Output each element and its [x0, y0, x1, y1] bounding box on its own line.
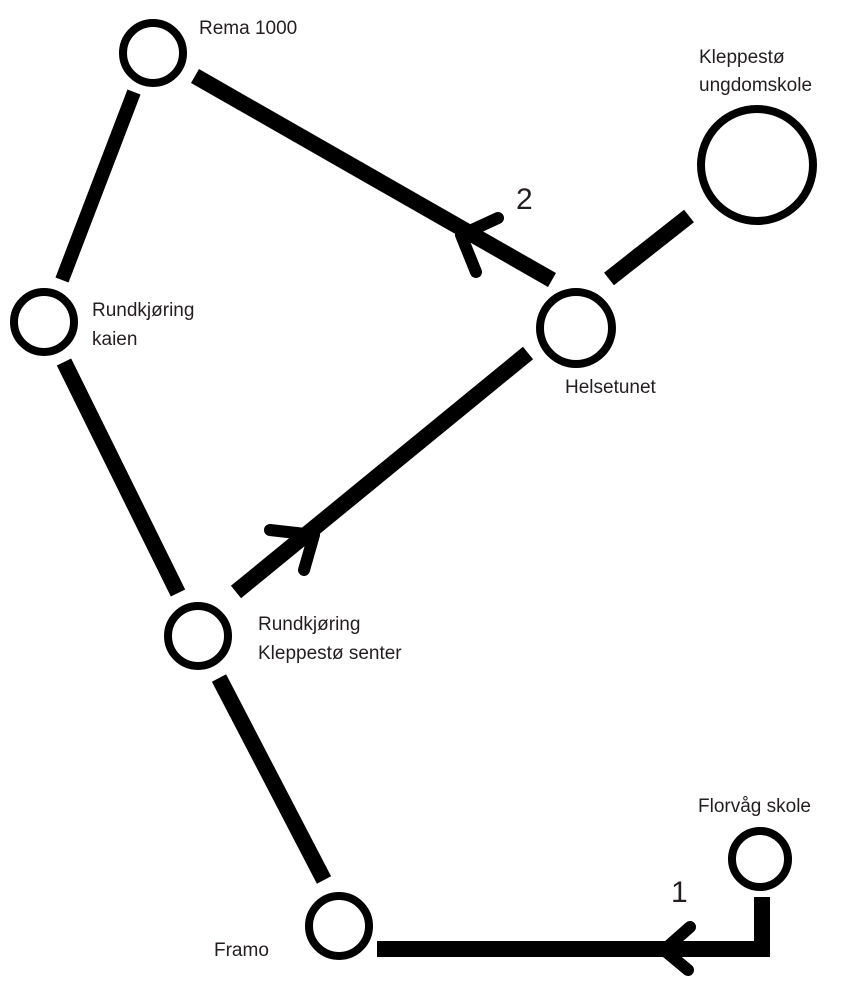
- label-rema-1000: Rema 1000: [199, 18, 298, 39]
- stop-rema-1000: [119, 19, 187, 87]
- label-framo: Framo: [214, 940, 269, 961]
- segment-framo-senter: [211, 674, 332, 884]
- stop-rundkjoring-kleppesto-senter: [164, 602, 232, 670]
- stop-florvag-skole: [728, 827, 792, 891]
- segment-senter-helsetunet: [230, 346, 534, 599]
- stop-kleppesto-ungdomsskole: [697, 105, 817, 225]
- segment-rema-helsetunet: [191, 69, 556, 287]
- label-florvag-skole: Florvåg skole: [698, 796, 811, 817]
- arrowhead-senter-helsetunet: [264, 524, 320, 576]
- label-rundkjoring-kaien-line1: Rundkjøring: [92, 300, 195, 321]
- arrowhead-route-1: [658, 921, 696, 976]
- label-rundkjoring-kaien-line2: kaien: [92, 329, 138, 350]
- label-kleppesto-ungdomsskole-line2: ungdomskole: [699, 75, 813, 96]
- segment-kaien-rema: [55, 89, 141, 283]
- stop-rundkjoring-kaien: [10, 288, 78, 356]
- segment-senter-kaien: [56, 358, 186, 597]
- arrowhead-route-2: [455, 212, 504, 278]
- label-rundkjoring-senter-line1: Rundkjøring: [258, 614, 361, 635]
- route-number-2: 2: [516, 183, 533, 216]
- stop-helsetunet: [536, 288, 616, 368]
- label-helsetunet: Helsetunet: [565, 377, 656, 398]
- label-kleppesto-ungdomsskole-line1: Kleppestø: [699, 47, 785, 68]
- segment-helsetunet-ungdomsskole: [604, 209, 694, 286]
- label-rundkjoring-senter-line2: Kleppestø senter: [258, 643, 402, 664]
- stop-framo: [305, 892, 373, 960]
- route-number-1: 1: [671, 876, 688, 909]
